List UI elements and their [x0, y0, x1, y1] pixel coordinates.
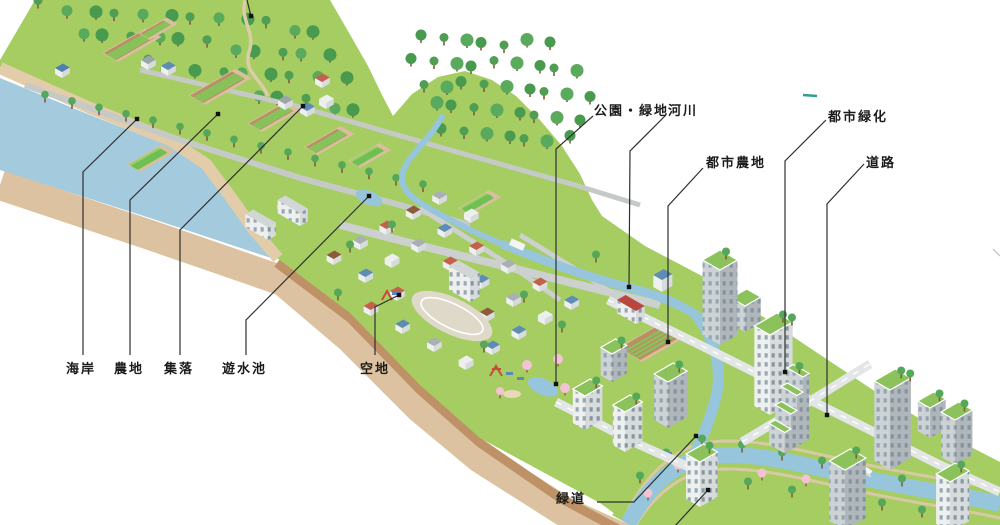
- label-farmland: 農地: [114, 361, 145, 376]
- label-vacant-lot: 空地: [360, 361, 391, 376]
- label-road: 道路: [866, 155, 897, 170]
- label-retarding-basin: 遊水池: [222, 361, 268, 376]
- label-greenway: 緑道: [556, 491, 587, 506]
- label-settlement: 集落: [164, 361, 195, 376]
- label-park-green-space: 公園・緑地: [594, 103, 670, 118]
- label-urban-greening: 都市緑化: [828, 109, 889, 124]
- label-river: 河川: [668, 103, 699, 118]
- label-urban-farmland: 都市農地: [706, 155, 767, 170]
- label-coast: 海岸: [66, 361, 97, 376]
